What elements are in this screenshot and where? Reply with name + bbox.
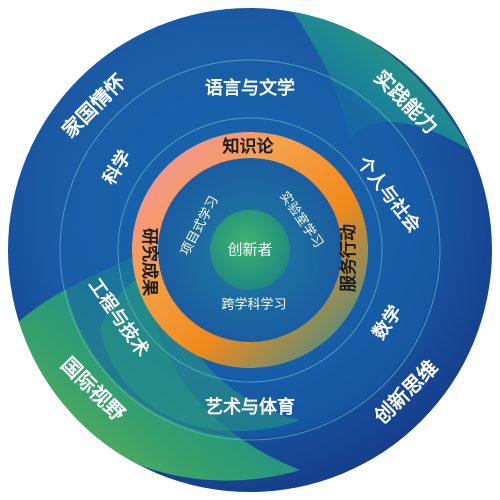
hub-label-knowledge: 知识论 <box>222 136 275 157</box>
core-circle <box>210 210 290 290</box>
inner-label-cross: 跨学科学习 <box>221 297 286 313</box>
hub-label-research: 研究成果 <box>139 228 160 296</box>
hub-label-service: 服务行动 <box>338 224 359 292</box>
middle-label-language: 语言与文学 <box>205 77 295 99</box>
ring-divider-outer <box>59 59 441 441</box>
middle-label-arts: 艺术与体育 <box>205 396 295 418</box>
core-label: 创新者 <box>227 241 272 259</box>
ring-divider-middle <box>117 117 383 383</box>
